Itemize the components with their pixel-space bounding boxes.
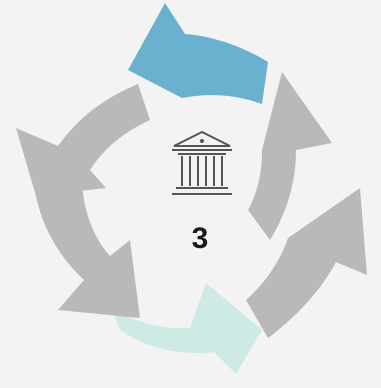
cycle-arrow-upper-right [248, 72, 332, 240]
bank-building-icon [172, 130, 232, 195]
cycle-arrow-lower-left [34, 184, 140, 318]
cycle-arrow-upper-left [16, 84, 150, 196]
cycle-arrow-top [128, 3, 268, 104]
cycle-arrow-bottom [112, 283, 262, 374]
step-number-label: 3 [191, 222, 209, 255]
cycle-arrow-lower-right [246, 188, 367, 338]
